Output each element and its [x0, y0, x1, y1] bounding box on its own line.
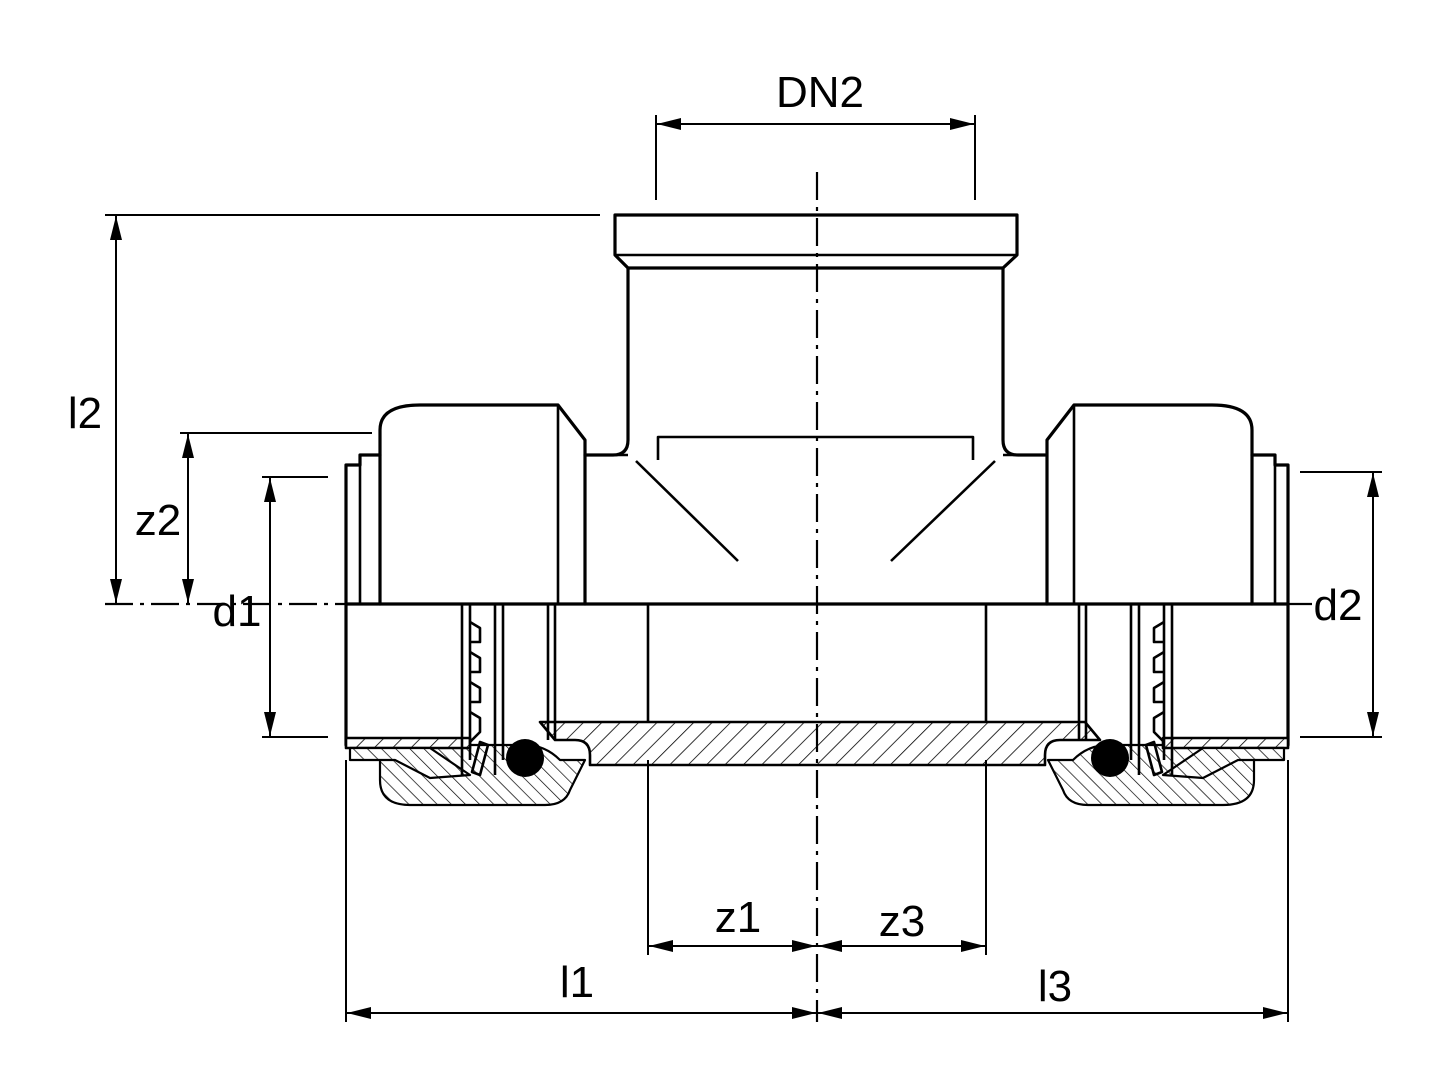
dimension-l3: [818, 760, 1289, 1022]
dimension-dn2: [655, 115, 976, 200]
body-upper: [344, 403, 1290, 606]
label-z2: z2: [135, 496, 181, 545]
left-o-ring: [506, 739, 544, 777]
label-d1: d1: [213, 587, 262, 636]
right-grip-ring: [1077, 604, 1174, 777]
label-z1: z1: [715, 893, 761, 942]
label-l3: l3: [1038, 962, 1072, 1011]
branch-outlet: [583, 213, 1047, 562]
dimension-z2: [180, 432, 372, 603]
dimension-z3: [818, 760, 987, 955]
dimension-d1: [262, 476, 328, 738]
right-o-ring: [1091, 739, 1129, 777]
label-l1: l1: [560, 958, 594, 1007]
dimension-l2: [105, 214, 600, 603]
dimension-d2: [1300, 471, 1382, 738]
left-grip-ring: [460, 604, 557, 777]
label-z3: z3: [879, 897, 925, 946]
center-lines: [105, 172, 1312, 1022]
label-dn2: DN2: [776, 68, 864, 117]
label-l2: l2: [68, 389, 102, 438]
dimension-l1: [345, 760, 816, 1022]
dimension-z1: [647, 760, 816, 955]
label-d2: d2: [1314, 581, 1363, 630]
